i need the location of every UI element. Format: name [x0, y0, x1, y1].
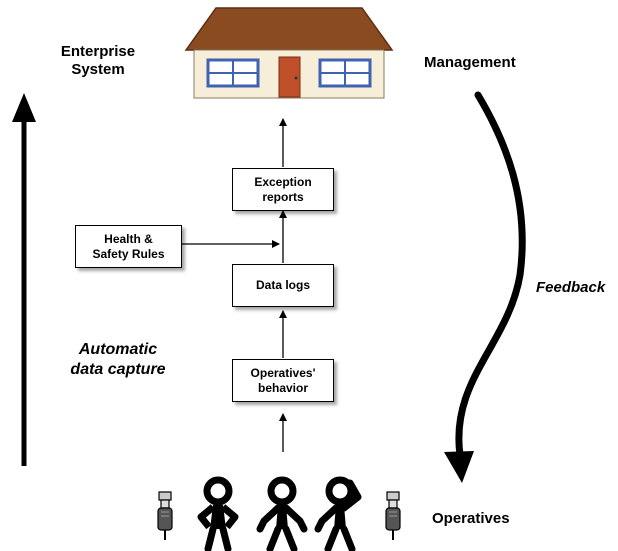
house-icon	[184, 7, 394, 99]
management-label: Management	[424, 54, 516, 71]
feedback-arrow	[444, 91, 526, 483]
automatic-capture-arrow	[12, 93, 36, 466]
person-icon	[197, 476, 239, 551]
exception-reports-box: Exception reports	[232, 168, 334, 211]
operatives-behavior-box: Operatives' behavior	[232, 359, 334, 402]
person-icon	[256, 476, 308, 551]
flow-arrows	[182, 118, 287, 452]
health-safety-rules-box: Health & Safety Rules	[75, 225, 182, 268]
operatives-label: Operatives	[432, 510, 510, 527]
feedback-label: Feedback	[536, 279, 606, 296]
handheld-device-icon	[157, 491, 173, 540]
handheld-device-icon	[385, 491, 401, 540]
data-logs-box: Data logs	[232, 264, 334, 307]
person-icon	[314, 476, 362, 551]
enterprise-system-label: Enterprise System	[60, 43, 136, 78]
automatic-data-capture-label: Automatic data capture	[70, 341, 166, 378]
